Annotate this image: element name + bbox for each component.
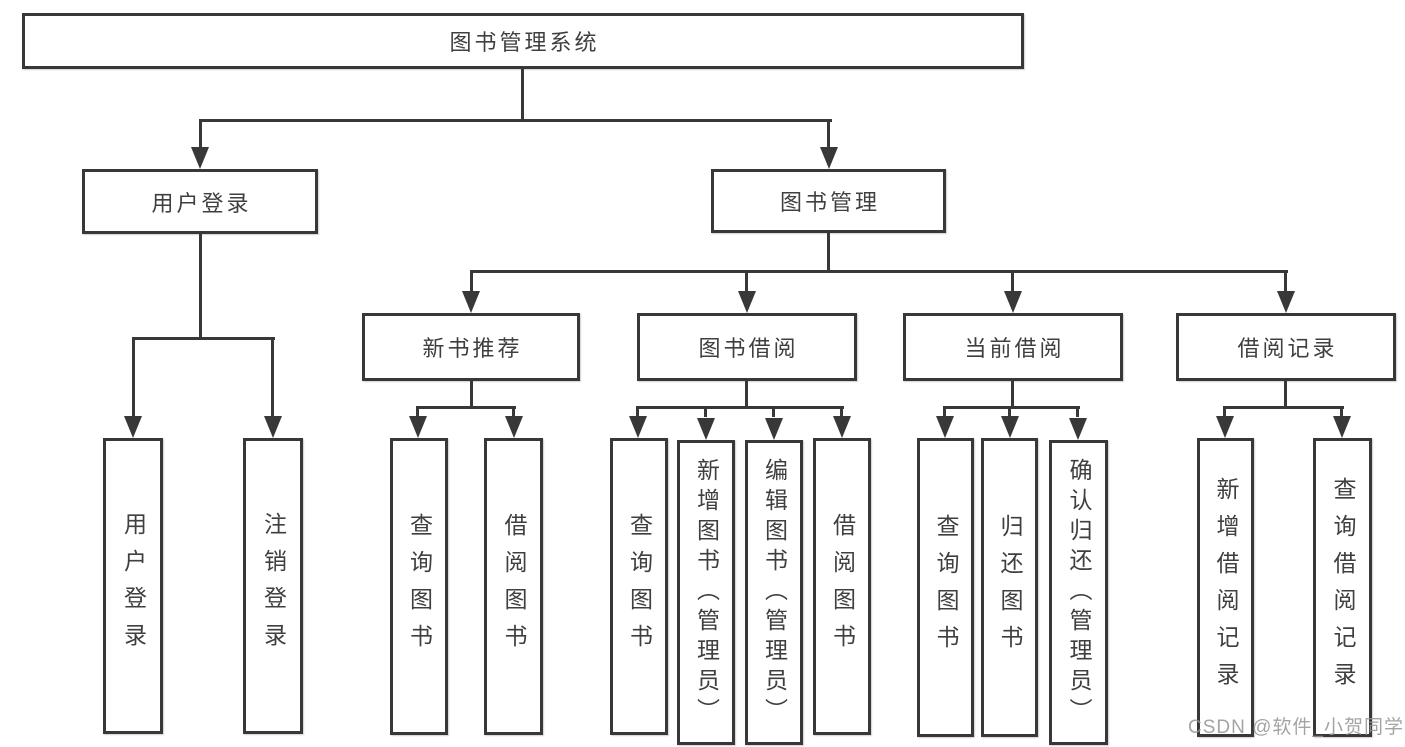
connector-arrowhead-icon: [1277, 291, 1295, 313]
node-book-borrow: 图书借阅: [637, 313, 857, 381]
node-leaf-return-books: 归还图书: [981, 438, 1038, 737]
connector-arrowhead-icon: [765, 418, 783, 440]
node-label-leaf-borrow-books-1: 借阅图书: [501, 512, 527, 661]
connector-line: [1011, 273, 1014, 292]
node-label-leaf-return-books: 归还图书: [997, 513, 1023, 662]
node-label-leaf-query-books-1: 查询图书: [406, 512, 433, 661]
node-label-leaf-borrow-books-2: 借阅图书: [829, 512, 856, 661]
node-label-book-borrow: 图书借阅: [698, 336, 799, 361]
connector-arrowhead-icon: [1001, 416, 1019, 438]
node-borrow-records: 借阅记录: [1176, 313, 1396, 381]
connector-arrowhead-icon: [462, 291, 480, 313]
node-label-leaf-query-books-2: 查询图书: [626, 512, 653, 661]
node-label-new-book-rec: 新书推荐: [422, 336, 523, 361]
connector-line: [1223, 409, 1226, 417]
connector-line: [704, 409, 707, 417]
node-label-root: 图书管理系统: [449, 30, 600, 55]
node-leaf-add-borrow-record: 新增借阅记录: [1197, 438, 1254, 737]
connector-line: [1008, 409, 1011, 417]
connector-line: [745, 273, 748, 292]
node-leaf-confirm-return: 确认归还（管理员）: [1049, 440, 1108, 745]
node-current-borrow: 当前借阅: [903, 313, 1123, 381]
node-label-leaf-edit-books: 编辑图书（管理员）: [761, 457, 788, 728]
connector-line: [772, 409, 775, 417]
connector-arrowhead-icon: [1069, 418, 1087, 440]
node-label-book-mgmt: 图书管理: [779, 190, 880, 215]
connector-arrowhead-icon: [629, 416, 647, 438]
connector-line: [512, 409, 515, 417]
connector-line: [1223, 406, 1344, 409]
connector-line: [1340, 409, 1343, 417]
connector-line: [271, 340, 274, 417]
connector-line: [943, 406, 1080, 409]
connector-arrowhead-icon: [1004, 291, 1022, 313]
node-label-leaf-add-borrow-record: 新增借阅记录: [1213, 476, 1239, 699]
connector-arrowhead-icon: [191, 147, 209, 169]
connector-line: [1076, 409, 1079, 417]
connector-line: [470, 273, 473, 292]
node-leaf-query-books-3: 查询图书: [917, 438, 974, 737]
connector-line: [1284, 273, 1287, 292]
connector-line: [745, 381, 748, 406]
connector-arrowhead-icon: [936, 416, 954, 438]
connector-line: [521, 69, 524, 119]
connector-line: [199, 122, 202, 148]
node-root: 图书管理系统: [22, 13, 1024, 69]
connector-arrowhead-icon: [409, 416, 427, 438]
connector-line: [132, 340, 135, 417]
node-label-leaf-query-borrow-record: 查询借阅记录: [1330, 476, 1356, 699]
node-label-leaf-confirm-return: 确认归还（管理员）: [1066, 457, 1092, 728]
node-leaf-user-login: 用户登录: [103, 438, 163, 734]
node-leaf-query-books-2: 查询图书: [610, 438, 668, 735]
node-label-leaf-user-login: 用户登录: [120, 512, 147, 660]
node-label-leaf-query-books-3: 查询图书: [933, 513, 959, 662]
connector-arrowhead-icon: [697, 418, 715, 440]
node-leaf-borrow-books-1: 借阅图书: [484, 438, 543, 735]
connector-line: [199, 234, 202, 337]
node-label-user-login: 用户登录: [151, 190, 252, 216]
connector-line: [470, 381, 473, 406]
connector-arrowhead-icon: [820, 147, 838, 169]
connector-line: [416, 406, 516, 409]
connector-line: [943, 409, 946, 417]
connector-arrowhead-icon: [738, 291, 756, 313]
node-label-current-borrow: 当前借阅: [964, 336, 1065, 361]
connector-arrowhead-icon: [833, 416, 851, 438]
connector-arrowhead-icon: [124, 416, 142, 438]
connector-arrowhead-icon: [264, 416, 282, 438]
node-label-leaf-logout: 注销登录: [260, 512, 287, 660]
node-leaf-logout: 注销登录: [243, 438, 303, 734]
connector-line: [199, 119, 832, 122]
node-new-book-rec: 新书推荐: [362, 313, 580, 381]
connector-line: [470, 270, 1288, 273]
connector-line: [416, 409, 419, 417]
node-label-leaf-add-books: 新增图书（管理员）: [693, 457, 720, 728]
connector-line: [636, 409, 639, 417]
connector-line: [636, 406, 844, 409]
connector-arrowhead-icon: [1216, 416, 1234, 438]
node-leaf-borrow-books-2: 借阅图书: [813, 438, 871, 735]
connector-arrowhead-icon: [1333, 416, 1351, 438]
node-label-borrow-records: 借阅记录: [1237, 336, 1338, 361]
connector-arrowhead-icon: [505, 416, 523, 438]
connector-line: [827, 122, 830, 148]
connector-line: [827, 233, 830, 270]
node-leaf-query-borrow-record: 查询借阅记录: [1313, 438, 1372, 737]
node-user-login: 用户登录: [82, 169, 318, 234]
node-leaf-add-books: 新增图书（管理员）: [677, 440, 735, 745]
connector-line: [1011, 381, 1014, 406]
node-book-mgmt: 图书管理: [711, 169, 946, 233]
connector-line: [840, 409, 843, 417]
connector-line: [1284, 381, 1287, 406]
node-leaf-edit-books: 编辑图书（管理员）: [745, 440, 803, 745]
csdn-watermark: CSDN @软件_小贺同学: [1188, 717, 1404, 738]
node-leaf-query-books-1: 查询图书: [390, 438, 448, 735]
connector-line: [132, 337, 275, 340]
